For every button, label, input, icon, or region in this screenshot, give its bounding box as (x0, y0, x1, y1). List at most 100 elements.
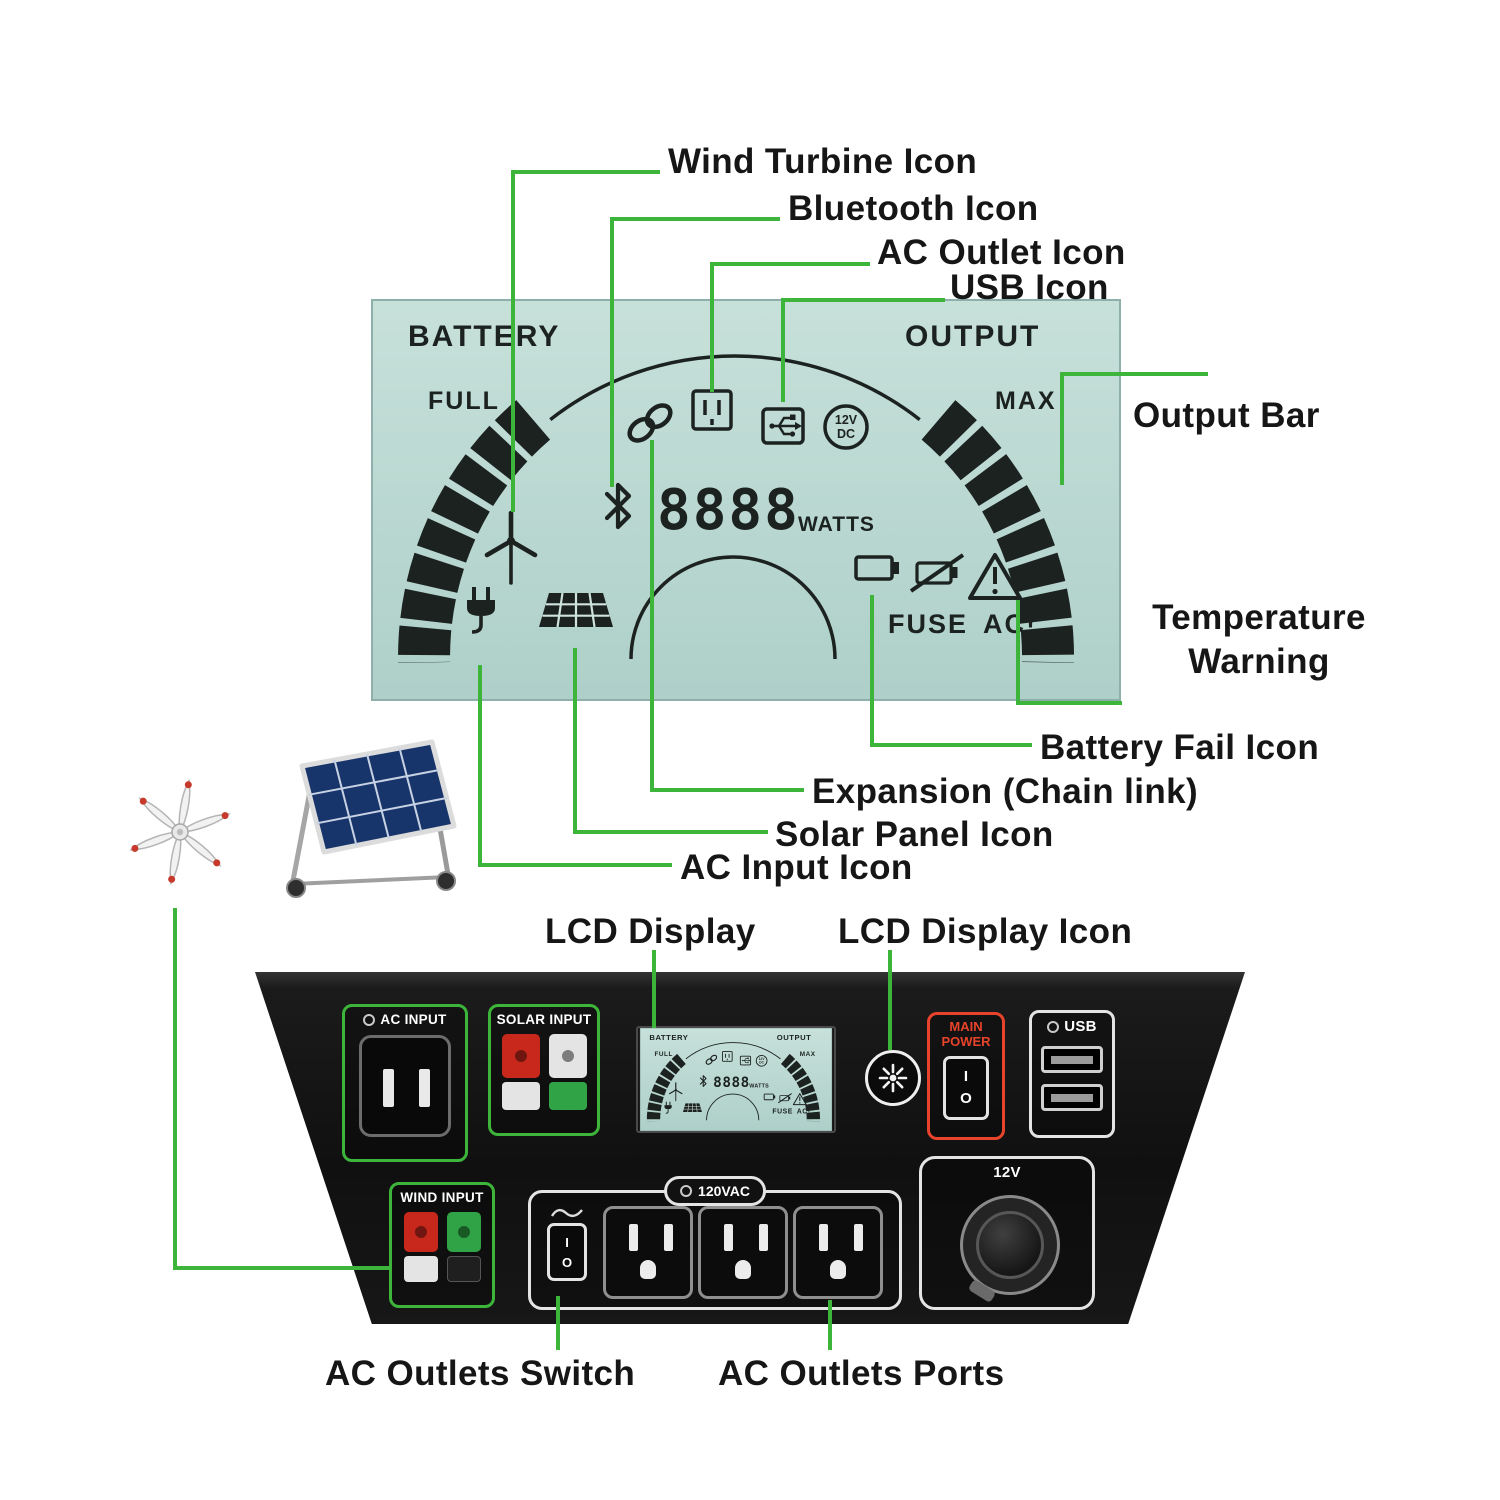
stand-wheel-left (286, 878, 306, 898)
callout-usb: USB Icon (950, 268, 1109, 307)
lcd-display-large: BATTERY OUTPUT FULL MAX (371, 299, 1121, 701)
main-power-group: MAIN POWER I O (927, 1012, 1005, 1140)
callout-temperature: Temperature Warning (1128, 596, 1390, 684)
lcd-display-mini (636, 1026, 836, 1133)
watts-value: 8888 (657, 478, 800, 543)
usb-port-a-1 (1041, 1046, 1103, 1073)
main-power-line1: MAIN (949, 1019, 983, 1034)
ac-input-plug-icon (467, 587, 495, 634)
main-power-switch: I O (943, 1055, 989, 1120)
terminal-lever (446, 1256, 481, 1282)
usb-label: USB (1064, 1018, 1097, 1035)
outlet-slot (854, 1224, 863, 1251)
switch-off-mark: O (960, 1090, 972, 1108)
terminal-clamp (548, 1034, 587, 1078)
solar-input-label-row: SOLAR INPUT (497, 1012, 592, 1027)
solar-input-group: SOLAR INPUT (488, 1004, 600, 1136)
lcd-output-label: OUTPUT (905, 320, 1040, 353)
callout-wind-turbine: Wind Turbine Icon (668, 142, 978, 181)
dc-12v-socket-hinge (967, 1279, 997, 1303)
ac-outlets-dot-icon (680, 1185, 693, 1197)
battery-level-bar (398, 400, 551, 663)
ac-outlets-switch-block: I O (547, 1205, 587, 1281)
terminal-clamp (501, 1034, 540, 1078)
switch-off-mark: O (561, 1254, 573, 1270)
wind-input-label-row: WIND INPUT (400, 1190, 483, 1205)
outlet-ground (735, 1260, 751, 1279)
ac-input-slot-left (383, 1069, 394, 1107)
outlet-slot (819, 1224, 828, 1251)
wind-terminal-positive (403, 1212, 438, 1282)
callout-ac-outlets-ports: AC Outlets Ports (718, 1354, 1005, 1393)
lcd-display-button (865, 1050, 921, 1106)
ac-outlets-group: 120VAC I O (528, 1176, 902, 1310)
callout-lcd-display: LCD Display (545, 912, 756, 951)
solar-terminal-negative (548, 1034, 587, 1110)
callout-solar-panel: Solar Panel Icon (775, 815, 1054, 854)
ac-outlet-port-2 (698, 1206, 788, 1299)
main-power-line2: POWER (941, 1033, 991, 1049)
wind-turbine-image (129, 778, 231, 886)
lcd-full-label: FULL (428, 387, 500, 415)
callout-ac-input: AC Input Icon (680, 848, 913, 887)
ac-outlet-port-3 (793, 1206, 883, 1299)
battery-icon (854, 555, 899, 581)
callout-lcd-display-icon: LCD Display Icon (838, 912, 1133, 951)
solar-panel-module (299, 739, 457, 855)
lcd-battery-label: BATTERY (408, 320, 560, 353)
outlet-ground (640, 1260, 656, 1279)
ac-outlet-port-1 (603, 1206, 693, 1299)
brightness-sun-icon (878, 1063, 908, 1093)
switch-on-mark: I (565, 1234, 569, 1250)
callout-ac-outlet: AC Outlet Icon (877, 233, 1126, 272)
dc-12v-group: 12V (919, 1156, 1095, 1310)
callout-battery-fail: Battery Fail Icon (1040, 728, 1320, 767)
usb-port-a-2 (1041, 1084, 1103, 1111)
wind-input-group: WIND INPUT (389, 1182, 495, 1308)
terminal-clamp (403, 1212, 438, 1252)
usb-group: USB (1029, 1010, 1115, 1138)
terminal-lever (501, 1082, 540, 1110)
svg-text:12V: 12V (835, 413, 858, 427)
usb-label-row: USB (1047, 1018, 1097, 1035)
ac-outlets-title-pill: 120VAC (664, 1176, 766, 1206)
callout-expansion: Expansion (Chain link) (812, 772, 1199, 811)
dc-12v-label-row: 12V (993, 1164, 1021, 1181)
ac-input-label: AC INPUT (380, 1012, 447, 1027)
dc-12v-label: 12V (993, 1164, 1021, 1181)
outlet-slot (759, 1224, 768, 1251)
wind-turbine-icon (484, 510, 538, 585)
callout-bluetooth: Bluetooth Icon (788, 189, 1039, 228)
solar-input-label: SOLAR INPUT (496, 1012, 592, 1027)
wind-input-label: WIND INPUT (400, 1190, 484, 1205)
ac-input-slot-right (419, 1069, 430, 1107)
sine-wave-icon (550, 1208, 583, 1218)
watts-unit: WATTS (798, 513, 875, 536)
callout-ac-outlets-switch: AC Outlets Switch (325, 1354, 636, 1393)
ac-input-group: AC INPUT (342, 1004, 468, 1162)
solar-input-terminals (501, 1034, 587, 1110)
dc-12v-icon: 12V DC (823, 404, 869, 450)
terminal-lever (548, 1082, 587, 1110)
dc-12v-socket (960, 1195, 1060, 1303)
stand-axle (292, 875, 449, 886)
solar-panel-icon (539, 592, 613, 628)
ac-outlets-switch: I O (547, 1223, 587, 1281)
wind-turbine-blades (129, 778, 231, 886)
wind-input-terminals (403, 1212, 481, 1282)
outlet-slot (629, 1224, 638, 1251)
lcd-max-label: MAX (995, 387, 1057, 415)
fuse-label: FUSE (888, 609, 968, 639)
callout-temperature-line2: Warning (1188, 641, 1330, 681)
outlet-slot (664, 1224, 673, 1251)
dc-12v-socket-cap (976, 1211, 1044, 1279)
callout-temperature-line1: Temperature (1152, 598, 1366, 637)
ac-input-label-row: AC INPUT (363, 1012, 446, 1027)
output-level-bar (921, 400, 1075, 663)
callout-output-bar: Output Bar (1133, 396, 1320, 435)
stand-wheel-right (436, 871, 456, 891)
ac-input-port (359, 1035, 451, 1137)
svg-text:DC: DC (837, 427, 855, 441)
solar-panel-image (286, 739, 457, 898)
